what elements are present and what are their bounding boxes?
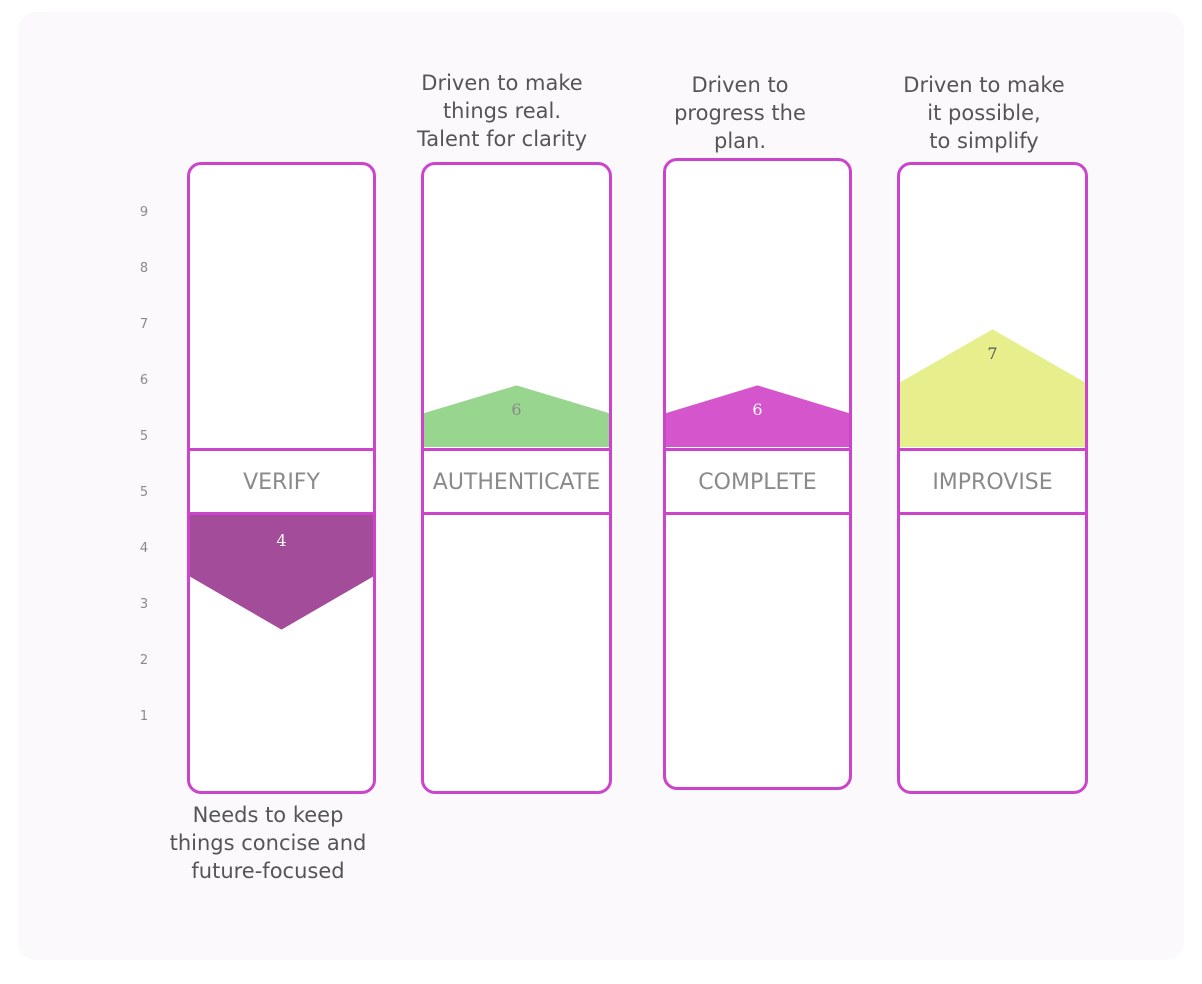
- category-label: COMPLETE: [698, 469, 817, 495]
- category-label: VERIFY: [243, 469, 320, 495]
- band-divider: [900, 512, 1085, 515]
- bar-complete: [666, 385, 849, 447]
- y-tick-label: 1: [139, 709, 149, 724]
- column-verify: VERIFY 4: [187, 162, 376, 794]
- column-plot: [424, 385, 609, 447]
- y-tick-label: 2: [139, 653, 149, 668]
- bar-improvise: [900, 329, 1085, 447]
- y-tick-label: 5: [139, 485, 149, 500]
- value-label: 6: [752, 400, 763, 420]
- column-complete: COMPLETE 6: [663, 158, 852, 790]
- value-label: 4: [276, 531, 287, 550]
- value-label: 7: [987, 344, 998, 364]
- category-label: AUTHENTICATE: [432, 469, 601, 495]
- y-tick-label: 6: [139, 373, 149, 388]
- column-plot: [666, 385, 849, 447]
- y-tick-label: 7: [139, 317, 149, 332]
- column-note: Driven to make things real. Talent for c…: [416, 71, 588, 151]
- band-divider: [666, 512, 849, 515]
- bar-authenticate: [424, 385, 609, 447]
- y-tick-label: 5: [139, 429, 149, 444]
- bar-verify: [190, 512, 373, 630]
- column-note: Driven to progress the plan.: [674, 73, 806, 153]
- column-note: Driven to make it possible, to simplify: [903, 73, 1065, 153]
- column-authenticate: AUTHENTICATE 6: [421, 162, 612, 794]
- category-label: IMPROVISE: [932, 469, 1053, 495]
- band-divider: [900, 448, 1085, 451]
- column-improvise: IMPROVISE 7: [897, 162, 1088, 794]
- band-divider: [190, 512, 373, 515]
- value-label: 6: [511, 400, 522, 420]
- band-divider: [424, 448, 609, 451]
- column-plot: [900, 329, 1085, 447]
- column-note: Needs to keep things concise and future-…: [169, 803, 367, 883]
- band-divider: [190, 448, 373, 451]
- y-tick-label: 8: [139, 261, 149, 276]
- y-tick-label: 9: [139, 205, 149, 220]
- band-divider: [424, 512, 609, 515]
- band-divider: [666, 448, 849, 451]
- y-tick-label: 3: [139, 597, 149, 612]
- column-plot: [190, 512, 373, 630]
- y-tick-label: 4: [139, 541, 149, 556]
